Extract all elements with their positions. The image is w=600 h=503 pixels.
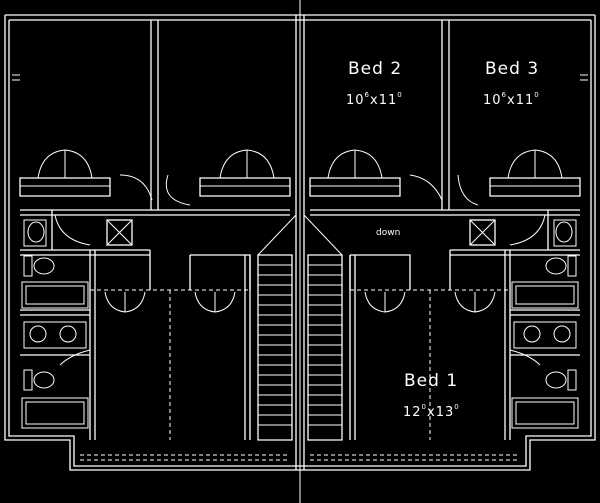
right-bath-fixtures	[511, 219, 579, 429]
left-unit-walls	[20, 209, 290, 440]
bed1-dimensions: 120x130	[403, 403, 460, 420]
stair-down-label: down	[376, 228, 400, 238]
bed3-label: Bed 3 106x110	[483, 59, 540, 108]
bed2-dimensions: 106x110	[346, 91, 403, 108]
bedroom-partitions	[19, 20, 581, 210]
stairs-right	[303, 214, 343, 441]
right-unit-walls	[310, 209, 580, 440]
outer-walls	[4, 14, 596, 471]
bed3-dimensions: 106x110	[483, 91, 540, 108]
bed3-name: Bed 3	[485, 59, 539, 79]
stairs-left	[257, 214, 297, 441]
attic-hatches	[106, 219, 496, 246]
bed1-label: Bed 1 120x130	[403, 371, 460, 420]
bed2-label: Bed 2 106x110	[346, 59, 403, 108]
party-wall	[295, 0, 305, 503]
closet-doors	[37, 149, 563, 206]
left-bath-fixtures	[21, 219, 89, 429]
bed2-name: Bed 2	[348, 59, 402, 79]
bed1-name: Bed 1	[404, 371, 458, 391]
lower-window-bands	[80, 454, 520, 461]
